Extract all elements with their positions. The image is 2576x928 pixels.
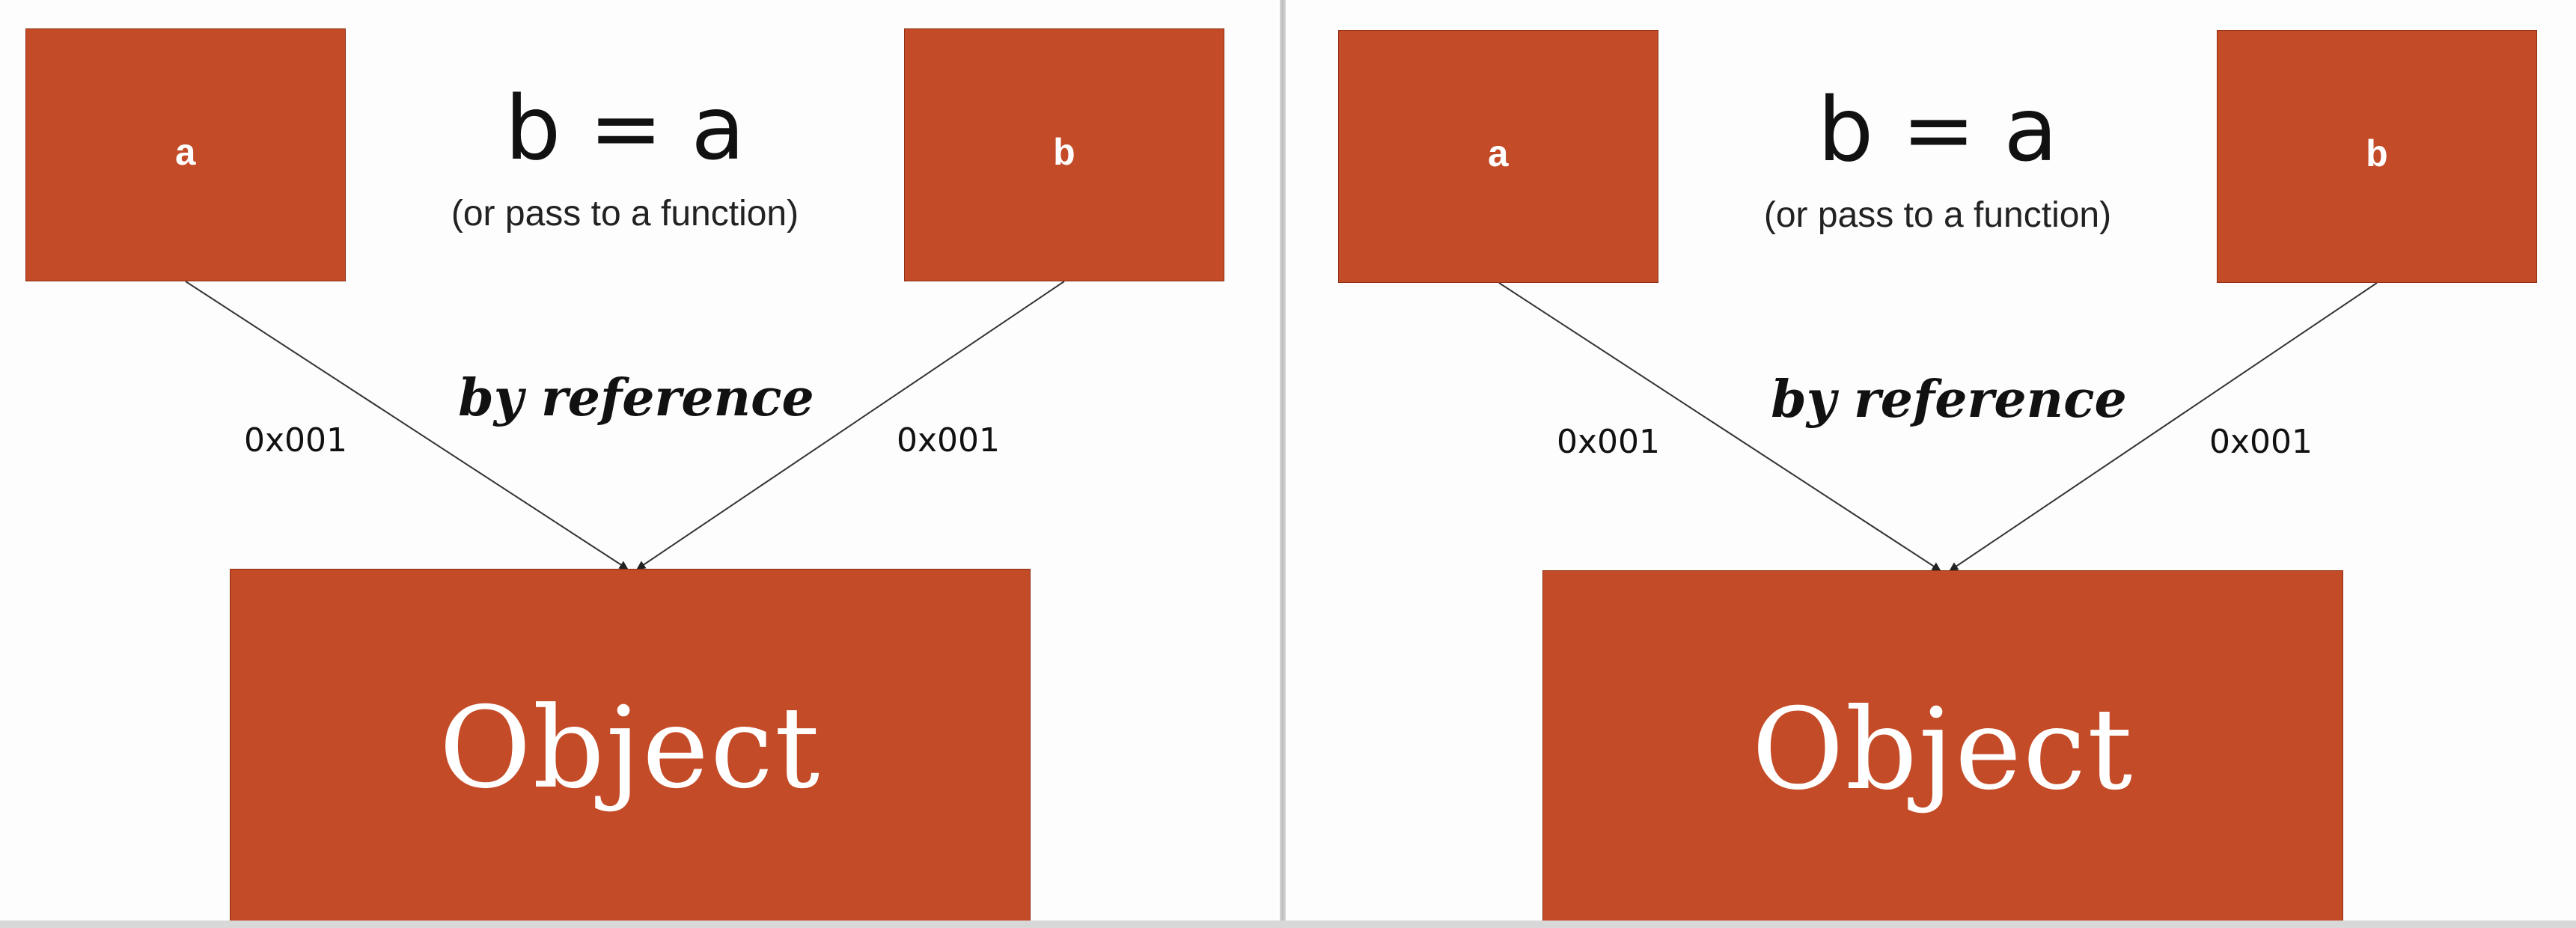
variable-a-box: a: [25, 28, 346, 281]
object-box: Object: [230, 569, 1031, 928]
address-label-b: 0x001: [2209, 423, 2313, 461]
reference-arrows: [185, 281, 1065, 570]
reference-arrows: [1498, 282, 2378, 572]
reference-mode-label: by reference: [1771, 370, 2127, 430]
address-label-a: 0x001: [244, 421, 348, 460]
panel-divider: [1280, 0, 1286, 928]
assignment-note: (or pass to a function): [1763, 195, 2112, 235]
bottom-edge: [0, 921, 2576, 928]
variable-b-box: b: [2217, 30, 2537, 283]
diagram-panel-left: a b b = a (or pass to a function) by ref…: [0, 0, 1280, 928]
assignment-title: b = a: [1817, 78, 2058, 181]
assignment-title: b = a: [504, 76, 745, 180]
arrow-b-to-object: [636, 281, 1065, 570]
variable-b-label: b: [1052, 133, 1075, 177]
reference-mode-label: by reference: [458, 368, 814, 428]
object-label: Object: [1751, 685, 2134, 815]
variable-a-label: a: [1486, 135, 1510, 178]
arrow-b-to-object: [1949, 282, 2378, 572]
arrow-a-to-object: [1498, 282, 1941, 572]
diagram-panel-right: a b b = a (or pass to a function) by ref…: [1286, 0, 2576, 928]
variable-b-box: b: [904, 28, 1224, 281]
variable-a-box: a: [1338, 30, 1658, 283]
object-box: Object: [1542, 570, 2343, 928]
object-label: Object: [439, 683, 822, 813]
arrow-a-to-object: [185, 281, 629, 570]
address-label-a: 0x001: [1557, 423, 1661, 461]
assignment-note: (or pass to a function): [451, 194, 799, 233]
variable-a-label: a: [174, 133, 197, 177]
address-label-b: 0x001: [897, 421, 1001, 460]
variable-b-label: b: [2365, 135, 2388, 178]
